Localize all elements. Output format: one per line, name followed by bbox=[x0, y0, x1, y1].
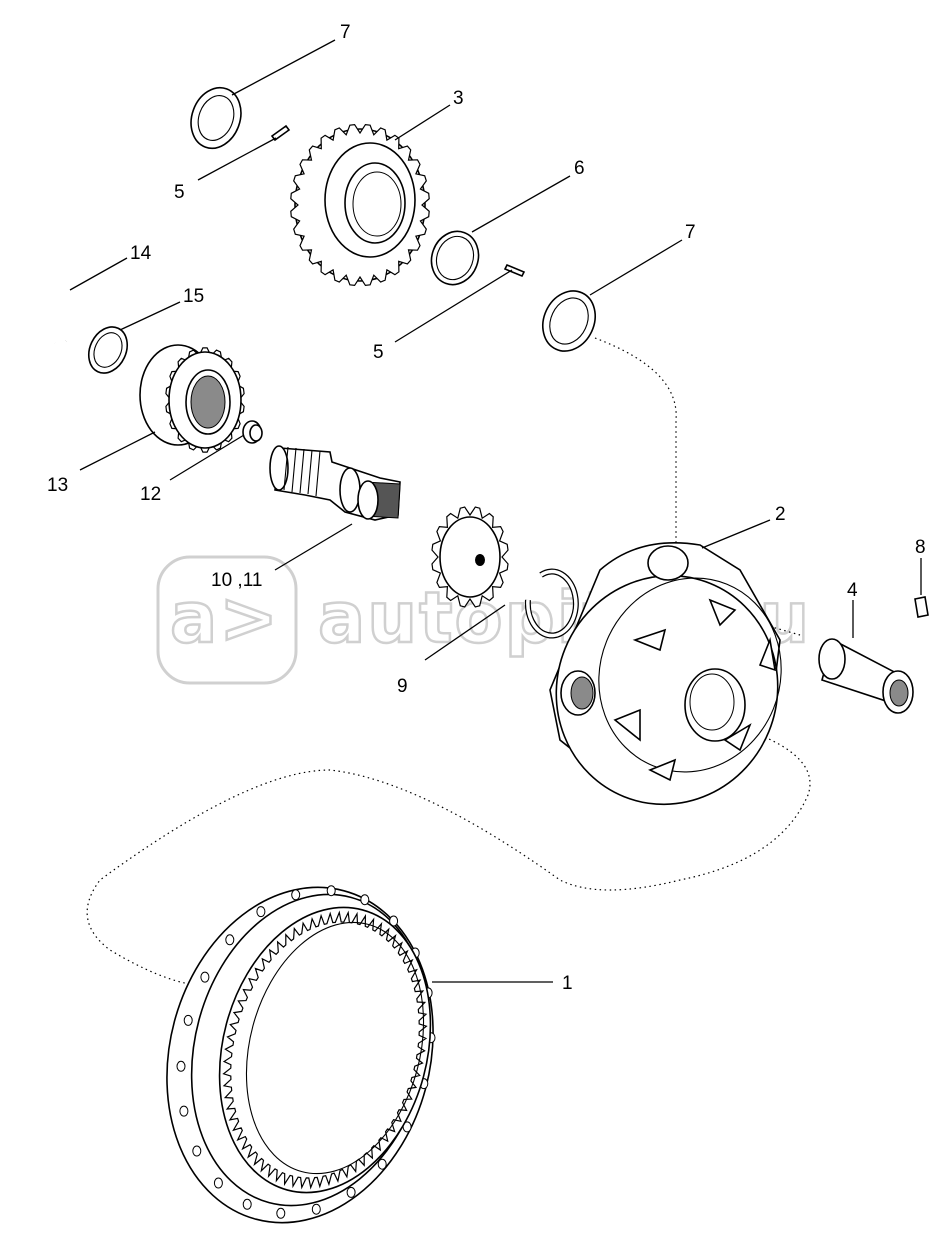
pin-middle bbox=[503, 263, 526, 278]
ring-bolt-hole bbox=[256, 906, 266, 918]
callout-9: 9 bbox=[397, 676, 408, 697]
watermark-logo-box bbox=[156, 555, 298, 685]
ring-bolt-hole bbox=[242, 1198, 252, 1210]
ring-bolt-hole bbox=[326, 885, 336, 897]
ring-bolt-hole bbox=[311, 1203, 321, 1215]
callout-5-middle: 5 bbox=[373, 342, 384, 363]
ring-bolt-hole bbox=[192, 1145, 202, 1157]
callout-3: 3 bbox=[453, 88, 464, 109]
planet-carrier bbox=[549, 542, 782, 806]
planet-gear-large bbox=[290, 123, 430, 287]
ring-bolt-hole bbox=[276, 1207, 286, 1219]
snap-ring-9 bbox=[524, 568, 579, 639]
thrust-washer-top bbox=[190, 86, 242, 150]
ring-bolt-hole bbox=[346, 1186, 356, 1198]
ring-gear bbox=[166, 885, 436, 1224]
callout-5-top: 5 bbox=[174, 182, 185, 203]
callout-13: 13 bbox=[47, 475, 68, 496]
ring-bolt-hole bbox=[179, 1105, 189, 1117]
assembly-path-7-to-2 bbox=[594, 337, 677, 545]
ring-bolt-hole bbox=[183, 1014, 193, 1026]
ring-bolt-hole bbox=[360, 894, 370, 906]
ring-bolt-hole bbox=[389, 915, 399, 927]
washer-15 bbox=[87, 326, 129, 374]
callout-10-11: 10 ,11 bbox=[211, 570, 262, 591]
callout-8: 8 bbox=[915, 537, 926, 558]
ring-bolt-hole bbox=[291, 889, 301, 901]
washer-6 bbox=[430, 230, 480, 286]
input-shaft bbox=[269, 445, 509, 608]
callout-7-right: 7 bbox=[685, 222, 696, 243]
snap-ring-14 bbox=[28, 285, 84, 345]
leader-lines bbox=[69, 39, 922, 983]
ring-bolt-hole bbox=[377, 1158, 387, 1170]
planet-shaft bbox=[818, 638, 914, 714]
plug-12 bbox=[242, 420, 263, 444]
ring-bolt-hole bbox=[200, 971, 210, 983]
thrust-washer-right bbox=[542, 290, 596, 352]
pin-top bbox=[270, 124, 291, 142]
callout-6: 6 bbox=[574, 158, 585, 179]
callout-2: 2 bbox=[775, 504, 786, 525]
callout-15: 15 bbox=[183, 286, 204, 307]
sun-gear bbox=[139, 344, 245, 453]
assembly-path-2-to-1 bbox=[86, 734, 811, 986]
ring-bolt-hole bbox=[225, 934, 235, 946]
callout-14: 14 bbox=[130, 243, 152, 264]
ring-bolt-hole bbox=[213, 1177, 223, 1189]
callout-7-top: 7 bbox=[340, 22, 351, 43]
callout-12: 12 bbox=[140, 484, 161, 505]
callout-4: 4 bbox=[847, 580, 858, 601]
ring-bolt-hole bbox=[176, 1060, 186, 1072]
watermark-logo-glyph: a> bbox=[170, 577, 280, 659]
ring-tooth-profile bbox=[222, 910, 428, 1190]
callout-labels: 7 3 5 6 7 14 15 5 13 12 2 8 4 10 ,11 9 1 bbox=[47, 22, 926, 994]
pin-8 bbox=[914, 596, 929, 618]
callout-1: 1 bbox=[562, 973, 573, 994]
